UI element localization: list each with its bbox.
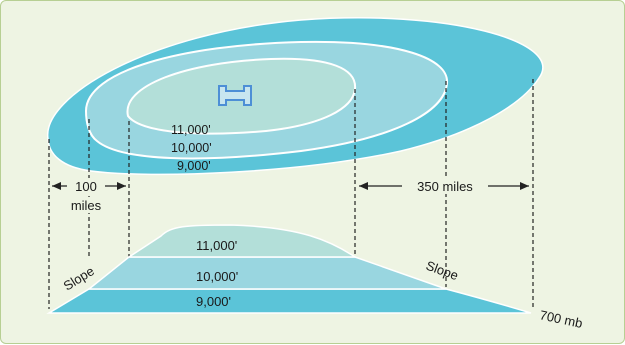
right-slope-label: Slope — [424, 258, 460, 283]
pressure-level-label: 700 mb — [538, 307, 584, 331]
projection-lines — [48, 79, 534, 309]
profile-layer-10000 — [86, 256, 447, 290]
high-pressure-h-icon — [218, 85, 252, 106]
layer-label-10000: 10,000' — [196, 269, 238, 284]
distance-350-label: 350 miles — [417, 179, 473, 194]
layer-label-9000: 9,000' — [196, 294, 231, 309]
distance-100-unit: miles — [71, 198, 102, 213]
contour-label-9000: 9,000' — [177, 159, 211, 173]
contour-label-10000: 10,000' — [171, 141, 212, 155]
contour-label-11000: 11,000' — [171, 123, 211, 137]
plan-view: 11,000' 10,000' 9,000' — [47, 17, 544, 176]
profile-layer-9000 — [46, 288, 532, 314]
distance-350-miles: 350 miles — [359, 178, 529, 194]
layer-label-11000: 11,000' — [196, 238, 237, 253]
distance-100-miles: 100 miles — [52, 178, 126, 213]
profile-layer-11000 — [126, 224, 358, 258]
distance-100-value: 100 — [75, 179, 97, 194]
